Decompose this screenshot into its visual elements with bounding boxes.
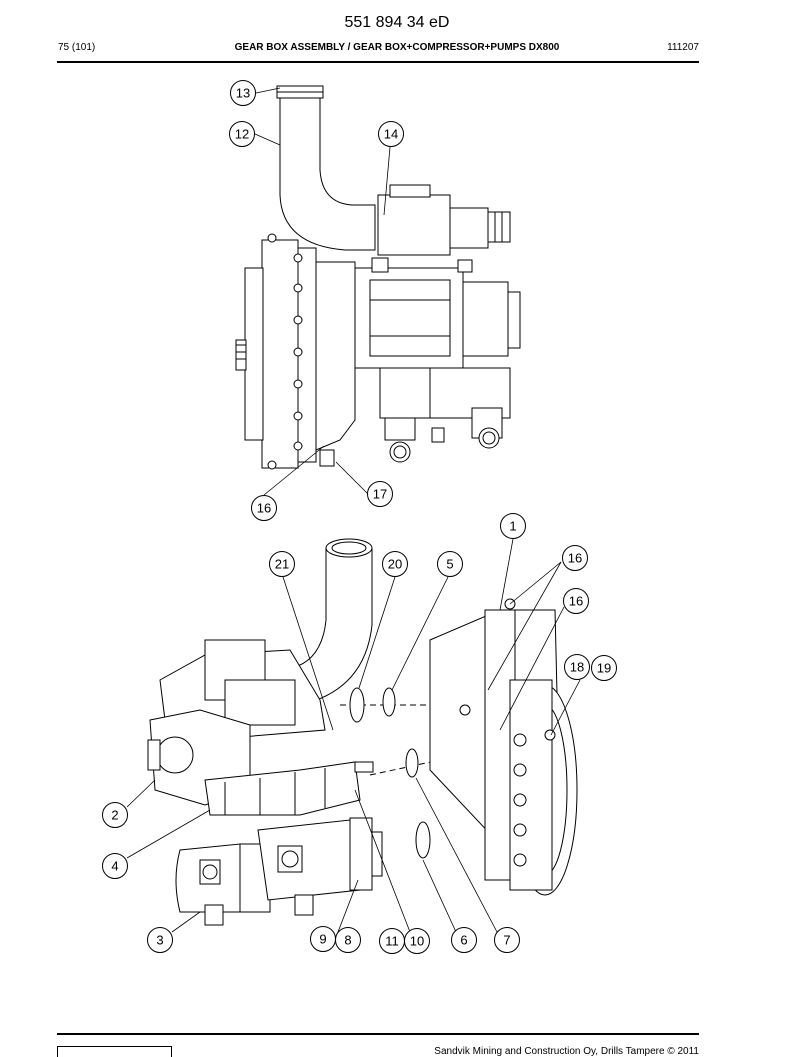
- callout-12: 12: [229, 121, 255, 147]
- callout-11: 11: [379, 928, 405, 954]
- callout-20: 20: [382, 551, 408, 577]
- document-number: 551 894 34 eD: [344, 14, 450, 31]
- callout-14: 14: [378, 121, 404, 147]
- svg-text:2: 2: [111, 808, 118, 823]
- svg-text:6: 6: [460, 933, 467, 948]
- svg-text:18: 18: [570, 660, 584, 675]
- callout-13: 13: [230, 80, 256, 106]
- svg-text:14: 14: [384, 127, 398, 142]
- assembled-gearbox-view: [235, 85, 521, 470]
- svg-text:13: 13: [236, 86, 250, 101]
- callout-7: 7: [494, 927, 520, 953]
- svg-text:4: 4: [111, 859, 118, 874]
- svg-text:16: 16: [257, 501, 271, 516]
- callout-2: 2: [102, 802, 128, 828]
- callout-4: 4: [102, 853, 128, 879]
- svg-text:16: 16: [568, 551, 582, 566]
- company-logo: [57, 1046, 172, 1057]
- svg-text:16: 16: [569, 594, 583, 609]
- svg-text:3: 3: [156, 933, 163, 948]
- callout-3: 3: [147, 927, 173, 953]
- callout-16-right-a: 16: [562, 545, 588, 571]
- callout-16-right-b: 16: [563, 588, 589, 614]
- svg-text:17: 17: [373, 487, 387, 502]
- page-number: 75 (101): [58, 42, 96, 53]
- copyright-text: Sandvik Mining and Construction Oy, Dril…: [434, 1046, 699, 1057]
- callout-9: 9: [310, 926, 336, 952]
- callout-16-top: 16: [251, 495, 277, 521]
- callout-6: 6: [451, 927, 477, 953]
- svg-text:12: 12: [235, 127, 249, 142]
- header-rule: [57, 61, 699, 63]
- svg-text:11: 11: [385, 934, 399, 949]
- callout-17: 17: [367, 481, 393, 507]
- callout-19: 19: [591, 655, 617, 681]
- svg-text:9: 9: [319, 932, 326, 947]
- leader-lines: [126, 87, 581, 933]
- callout-10: 10: [404, 928, 430, 954]
- svg-text:21: 21: [275, 557, 289, 572]
- svg-text:7: 7: [503, 933, 510, 948]
- page-title: GEAR BOX ASSEMBLY / GEAR BOX+COMPRESSOR+…: [234, 42, 560, 53]
- svg-text:5: 5: [446, 557, 453, 572]
- callouts: 13 12 14 17 16 1 21 20 5 16 16 18 19 2 4…: [102, 80, 617, 954]
- exploded-assembly-view: [147, 538, 578, 926]
- callout-18: 18: [564, 654, 590, 680]
- callout-21: 21: [269, 551, 295, 577]
- svg-text:8: 8: [344, 933, 351, 948]
- revision-code: 111207: [667, 42, 699, 53]
- svg-text:20: 20: [388, 557, 402, 572]
- callout-1: 1: [500, 513, 526, 539]
- svg-text:19: 19: [597, 661, 611, 676]
- svg-text:10: 10: [410, 934, 424, 949]
- callout-8: 8: [335, 927, 361, 953]
- footer-rule: [57, 1033, 699, 1035]
- svg-text:1: 1: [509, 519, 516, 534]
- callout-5: 5: [437, 551, 463, 577]
